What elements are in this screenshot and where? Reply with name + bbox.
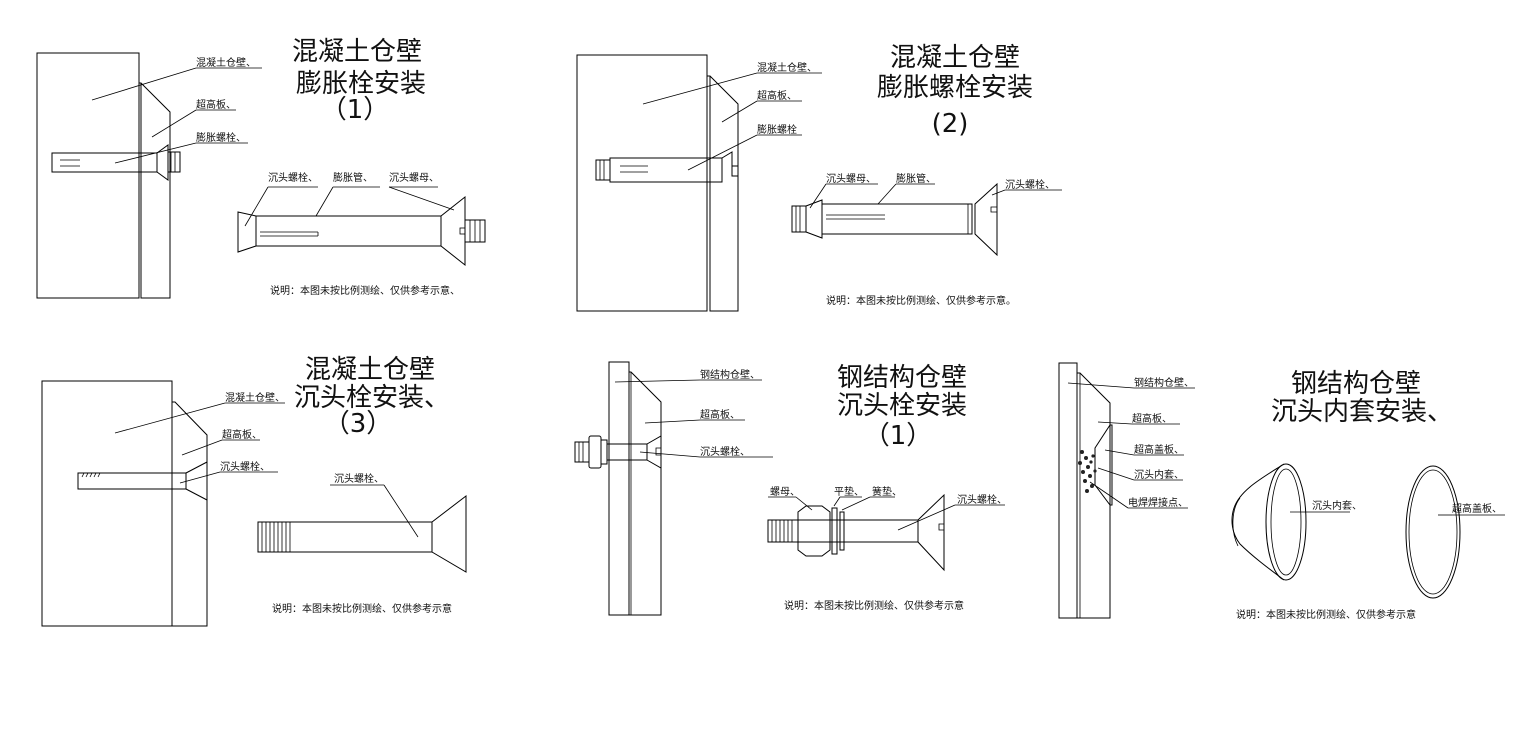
height-board [139,82,171,299]
countersunk-sleeve [1265,463,1307,581]
label-steel-wall: 钢结构仓壁、 [1134,376,1194,389]
label-concrete-wall: 混凝土仓壁、 [225,391,285,404]
panel1-title-line1: 混凝土仓壁 [292,37,422,67]
concrete-wall [36,52,140,299]
height-board [1077,372,1111,619]
label-height-board: 超高板、 [222,428,262,441]
label-height-board: 超高板、 [196,98,236,111]
panel2-note: 说明：本图未按比例测绘、仅供参考示意。 [826,294,1016,307]
flat-washer [831,507,838,555]
label-height-board: 超高板、 [700,408,740,421]
panel1-title-line2: 膨胀栓安装 [296,69,426,99]
label-nut: 螺母、 [770,486,800,498]
label-countersunk-nut: 沉头螺母、 [826,172,876,185]
label-countersunk-bolt: 沉头螺栓、 [700,445,750,458]
label-countersunk-bolt: 沉头螺栓、 [268,171,318,184]
label-expansion-tube: 膨胀管、 [896,172,936,185]
spring-washer [839,511,845,551]
label-flat-washer: 平垫、 [834,485,864,498]
label-expansion-bolt: 膨胀螺栓 [757,123,797,136]
panel3-note: 说明：本图未按比例测绘、仅供参考示意 [272,602,452,615]
label-expansion-bolt: 膨胀螺栓、 [196,131,246,144]
expansion-tube [255,215,442,247]
panel2-title-line2: 膨胀螺栓安装 [877,73,1033,103]
countersunk-bolt-detail [257,521,433,553]
countersunk-bolt-head [974,182,998,257]
panel-steel-countersunk-sleeve: 钢结构仓壁 沉头内套安装、 钢结构仓壁、 超高板、 超高盖板、 沉头内套、 电焊… [1058,362,1505,621]
label-height-board: 超高板、 [757,89,797,102]
label-height-board: 超高板、 [1132,412,1172,425]
panel1-note: 说明：本图未按比例测绘、仅供参考示意、 [270,284,460,297]
height-board [629,371,662,616]
expansion-bolt [51,152,158,173]
label-spring-washer: 簧垫、 [872,485,902,498]
countersunk-bolt [77,472,187,490]
panel-concrete-expansion-2: 混凝土仓壁 膨胀螺栓安装 (2) 混凝土仓壁、 超高板、 膨胀螺栓 [576,43,1062,312]
label-concrete-wall: 混凝土仓壁、 [196,56,256,69]
label-concrete-wall: 混凝土仓壁、 [757,61,817,74]
label-weld-points: 电焊焊接点、 [1128,496,1188,509]
concrete-wall [576,54,708,312]
panel3-title-line2: 沉头栓安装、 [294,383,450,413]
height-board [707,75,739,312]
panel4-note: 说明：本图未按比例测绘、仅供参考示意 [784,599,964,612]
label-expansion-tube: 膨胀管、 [333,171,373,184]
label-cover-plate-detail: 超高盖板、 [1452,502,1502,515]
height-board [172,401,208,627]
label-steel-wall: 钢结构仓壁、 [700,368,760,381]
label-countersunk-nut: 沉头螺母、 [389,171,439,184]
panel-steel-countersunk-1: 钢结构仓壁 沉头栓安装 （1） 钢结构仓壁、 超高板、 沉头螺栓、 [574,361,1007,616]
panel1-title-line3: （1） [321,95,390,125]
panel-concrete-expansion-1: 混凝土仓壁 膨胀栓安装 （1） 混凝土仓壁、 超高板、 膨胀螺栓、 [36,37,486,299]
steel-wall [608,361,630,616]
concrete-wall [41,380,173,627]
weld-points [1078,450,1097,493]
expansion-bolt [609,157,723,183]
nut [797,505,831,557]
panel5-title-line1: 钢结构仓壁 [1291,369,1421,399]
label-countersunk-bolt-detail: 沉头螺栓、 [334,472,384,485]
panel2-title-line1: 混凝土仓壁 [890,43,1020,73]
expansion-tube [821,203,973,235]
countersunk-nut [805,199,823,239]
label-sleeve-detail: 沉头内套、 [1312,499,1362,512]
label-countersunk-bolt: 沉头螺栓、 [1005,178,1055,191]
label-countersunk-bolt-detail: 沉头螺栓、 [957,493,1007,506]
label-countersunk-bolt: 沉头螺栓、 [220,460,270,473]
panel-concrete-countersunk-3: 混凝土仓壁 沉头栓安装、 （3） 混凝土仓壁、 超高板、 沉头螺栓、 沉头螺栓、 [41,355,467,627]
panel4-title-line3: （1） [864,421,933,451]
height-cover-plate [1405,465,1461,599]
label-countersunk-sleeve: 沉头内套、 [1134,468,1184,481]
panel4-title-line1: 钢结构仓壁 [837,363,967,393]
panel3-title-line3: （3） [324,409,393,439]
steel-wall [1058,362,1078,619]
panel5-note: 说明：本图未按比例测绘、仅供参考示意 [1236,608,1416,621]
panel5-title-line2: 沉头内套安装、 [1271,397,1453,427]
panel2-title-line3: (2) [932,109,969,139]
bolt-shank [767,519,919,543]
panel3-title-line1: 混凝土仓壁 [305,355,435,385]
countersunk-nut [440,195,466,267]
panel4-title-line2: 沉头栓安装 [837,391,967,421]
label-height-cover-plate: 超高盖板、 [1134,443,1184,456]
countersunk-head [237,211,257,253]
